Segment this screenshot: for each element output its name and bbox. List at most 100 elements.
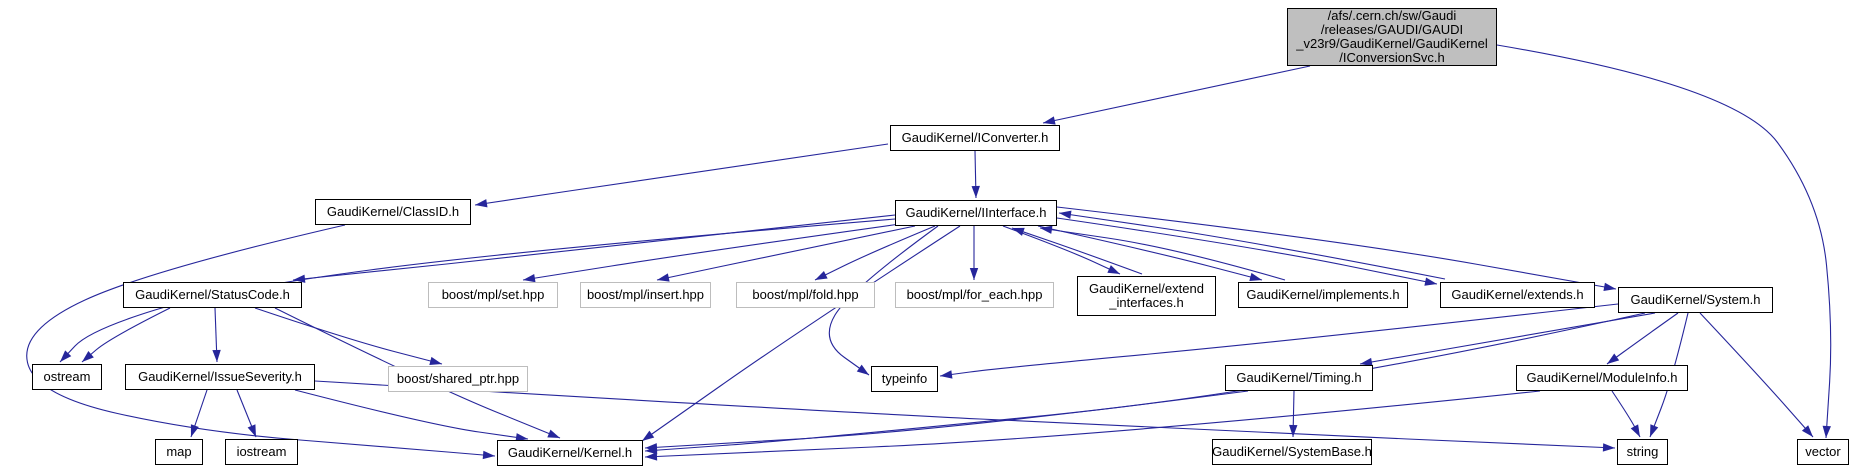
node-issueseverity[interactable]: GaudiKernel/IssueSeverity.h — [125, 364, 315, 390]
arrowhead — [969, 268, 979, 280]
node-iinterface[interactable]: GaudiKernel/IInterface.h — [895, 200, 1057, 226]
edge-extend-interfaces-to-iinterface — [1011, 227, 1143, 275]
node-extend-interfaces[interactable]: GaudiKernel/extend _interfaces.h — [1077, 276, 1216, 316]
node-iconverter[interactable]: GaudiKernel/IConverter.h — [890, 125, 1060, 151]
node-label-moduleinfo: GaudiKernel/ModuleInfo.h — [1526, 370, 1678, 385]
edge-classid-to-kernel — [26, 224, 496, 457]
node-label-statuscode: GaudiKernel/StatusCode.h — [135, 287, 290, 302]
node-iconversionsvc: /afs/.cern.ch/sw/Gaudi /releases/GAUDI/G… — [1287, 8, 1497, 66]
edge-iinterface-to-system — [1056, 206, 1617, 290]
node-label-issueseverity: GaudiKernel/IssueSeverity.h — [138, 369, 302, 384]
node-label-system: GaudiKernel/System.h — [1630, 292, 1761, 307]
arrowhead — [1043, 116, 1056, 125]
edge-iinterface-to-implements — [1037, 225, 1263, 281]
arrowhead — [971, 185, 980, 198]
node-vector: vector — [1797, 439, 1849, 465]
arrowhead — [475, 199, 488, 208]
node-timing[interactable]: GaudiKernel/Timing.h — [1225, 365, 1373, 391]
edge-system-to-vector — [1699, 312, 1814, 438]
node-label-iostream: iostream — [236, 444, 287, 459]
edge-implements-to-iinterface — [1039, 227, 1286, 281]
arrowhead — [1012, 227, 1025, 236]
arrowhead — [1607, 353, 1620, 364]
arrowhead — [190, 424, 199, 437]
arrowhead — [657, 273, 670, 282]
node-label-shared-ptr: boost/shared_ptr.hpp — [396, 371, 520, 386]
node-label-mpl-insert: boost/mpl/insert.hpp — [586, 287, 705, 302]
edge-extends-to-iinterface — [1058, 212, 1446, 280]
node-implements[interactable]: GaudiKernel/implements.h — [1238, 282, 1408, 308]
edge-issueseverity-to-string — [314, 380, 1616, 449]
edge-iinterface-to-kernel — [641, 225, 961, 442]
arrowhead — [1360, 357, 1373, 367]
node-system[interactable]: GaudiKernel/System.h — [1618, 287, 1773, 313]
edge-statuscode-to-shared-ptr — [254, 307, 443, 365]
node-string: string — [1617, 439, 1668, 465]
node-typeinfo: typeinfo — [871, 366, 938, 392]
edge-iinterface-to-mpl-insert — [656, 225, 916, 281]
node-label-timing: GaudiKernel/Timing.h — [1236, 370, 1362, 385]
node-label-mpl-set: boost/mpl/set.hpp — [441, 287, 545, 302]
edge-timing-to-kernel — [644, 390, 1249, 449]
edge-issueseverity-to-kernel — [294, 389, 529, 440]
arrowhead — [645, 452, 658, 461]
node-label-iconverter: GaudiKernel/IConverter.h — [901, 130, 1049, 145]
arrowhead — [1603, 282, 1616, 292]
node-systembase[interactable]: GaudiKernel/SystemBase.h — [1212, 439, 1372, 465]
edge-moduleinfo-to-kernel — [644, 390, 1541, 458]
node-label-extend-interfaces: GaudiKernel/extend _interfaces.h — [1089, 281, 1204, 310]
node-iostream: iostream — [225, 439, 298, 465]
arrowhead — [642, 430, 655, 441]
node-label-iinterface: GaudiKernel/IInterface.h — [905, 205, 1047, 220]
node-shared-ptr: boost/shared_ptr.hpp — [388, 366, 528, 392]
arrowhead — [523, 273, 536, 283]
arrowhead — [1289, 424, 1298, 437]
node-label-systembase: GaudiKernel/SystemBase.h — [1212, 444, 1372, 459]
edge-system-to-kernel — [644, 312, 1646, 452]
arrowhead — [1059, 210, 1072, 219]
node-map: map — [155, 439, 203, 465]
node-ostream: ostream — [32, 364, 102, 390]
node-mpl-for-each: boost/mpl/for_each.hpp — [895, 282, 1054, 308]
arrowhead — [293, 274, 306, 283]
edge-system-to-moduleinfo — [1606, 312, 1679, 365]
arrowhead — [1801, 425, 1813, 437]
arrowhead — [815, 270, 828, 280]
arrowhead — [1107, 265, 1120, 274]
node-kernel[interactable]: GaudiKernel/Kernel.h — [497, 440, 643, 466]
node-moduleinfo[interactable]: GaudiKernel/ModuleInfo.h — [1516, 365, 1688, 391]
node-extends[interactable]: GaudiKernel/extends.h — [1440, 282, 1595, 308]
edge-iinterface-to-extends — [1056, 217, 1438, 285]
node-label-string: string — [1626, 444, 1659, 459]
edge-iinterface-to-statuscode — [292, 214, 896, 281]
node-statuscode[interactable]: GaudiKernel/StatusCode.h — [123, 282, 302, 308]
edge-iinterface-to-mpl-fold — [814, 225, 936, 281]
node-label-typeinfo: typeinfo — [881, 371, 928, 386]
edge-iinterface-to-typeinfo — [828, 225, 939, 376]
arrowhead — [547, 429, 560, 438]
arrowhead — [212, 349, 221, 362]
arrowhead — [247, 424, 256, 437]
node-label-kernel: GaudiKernel/Kernel.h — [507, 445, 633, 460]
edge-iconversionsvc-to-iconverter — [1042, 65, 1311, 124]
node-label-iconversionsvc: /afs/.cern.ch/sw/Gaudi /releases/GAUDI/G… — [1296, 8, 1488, 65]
node-classid[interactable]: GaudiKernel/ClassID.h — [315, 199, 471, 225]
edge-statuscode-to-ostream — [81, 307, 171, 363]
arrowhead — [82, 351, 94, 362]
arrowhead — [940, 370, 953, 379]
arrowhead — [1650, 424, 1659, 437]
node-label-classid: GaudiKernel/ClassID.h — [326, 204, 460, 219]
edge-iinterface-to-mpl-set — [522, 223, 901, 281]
arrowhead — [1602, 443, 1615, 452]
node-label-implements: GaudiKernel/implements.h — [1246, 287, 1400, 302]
edge-system-to-typeinfo — [939, 303, 1619, 377]
node-mpl-fold: boost/mpl/fold.hpp — [736, 282, 875, 308]
edge-iconversionsvc-to-vector — [1496, 44, 1832, 439]
node-label-ostream: ostream — [43, 369, 91, 384]
arrowhead — [856, 364, 869, 375]
node-label-vector: vector — [1805, 444, 1841, 459]
node-label-mpl-fold: boost/mpl/fold.hpp — [752, 287, 859, 302]
arrowhead — [482, 450, 495, 460]
